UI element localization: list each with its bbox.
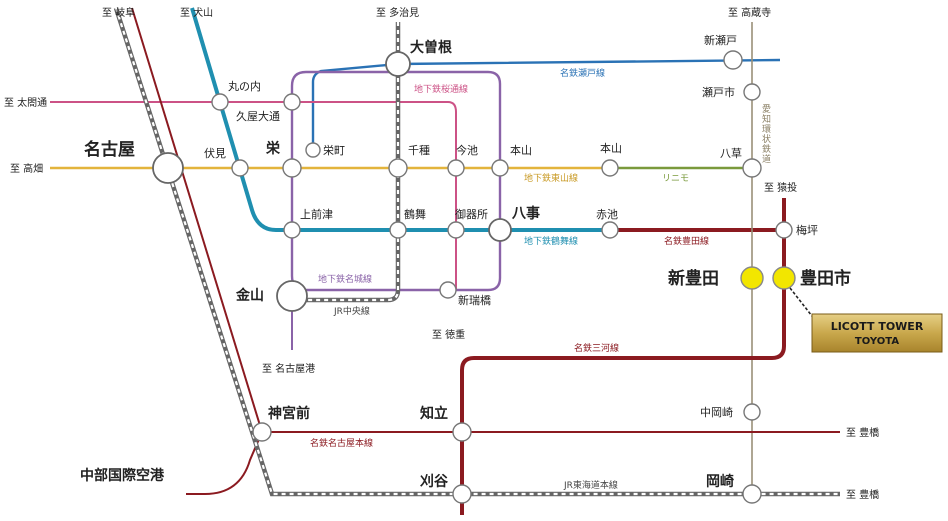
dest-toyohashi-1: 至 豊橋 — [846, 426, 879, 439]
label-okazaki: 岡崎 — [706, 473, 734, 490]
line-label-mikawa: 名鉄三河線 — [574, 342, 619, 354]
label-centrair: 中部国際空港 — [80, 467, 165, 484]
station-marker-marunouchi[interactable] — [211, 93, 229, 111]
label-shinmizuho: 新瑞橋 — [458, 293, 491, 307]
station-marker-sakaemachi[interactable] — [305, 142, 321, 158]
station-marker-fushimi[interactable] — [231, 159, 249, 177]
station-marker-jingumae[interactable] — [252, 422, 272, 442]
label-shintoyota: 新豊田 — [668, 268, 719, 289]
dest-takabata: 至 高畑 — [10, 162, 43, 175]
dest-taikotori: 至 太閤通 — [4, 96, 47, 109]
label-jingumae: 神宮前 — [268, 405, 310, 422]
label-kanayama: 金山 — [235, 287, 264, 304]
label-tsurumai: 鶴舞 — [404, 207, 426, 221]
line-label-linimo: リニモ — [662, 174, 689, 184]
label-sakae: 栄 — [265, 140, 281, 157]
station-marker-yagoto[interactable] — [488, 218, 512, 242]
station-marker-sakae[interactable] — [282, 158, 302, 178]
label-setoshi: 瀬戸市 — [702, 85, 735, 99]
station-marker-hongo[interactable] — [601, 159, 619, 177]
label-yagusa: 八草 — [720, 147, 742, 160]
line-label-sakuradori: 地下鉄桜通線 — [414, 83, 468, 95]
station-marker-kamimaezu[interactable] — [283, 221, 301, 239]
property-name-line2: TOYOTA — [855, 336, 899, 347]
label-shinseto: 新瀬戸 — [704, 33, 737, 47]
label-gokisho: 御器所 — [455, 207, 488, 221]
dest-toyohashi-2: 至 豊橋 — [846, 488, 879, 501]
station-marker-yagusa[interactable] — [742, 158, 762, 178]
label-hongo: 本山 — [600, 141, 622, 155]
label-marunouchi: 丸の内 — [228, 79, 261, 93]
station-marker-umetsubo[interactable] — [775, 221, 793, 239]
property-name-line1: LICOTT TOWER — [831, 320, 924, 333]
label-motoyama: 本山 — [510, 143, 532, 157]
label-imaike: 今池 — [456, 143, 478, 157]
label-ozone: 大曽根 — [410, 39, 453, 56]
jr-tokaido-line — [113, 7, 840, 497]
label-nakaokazaki: 中岡崎 — [700, 405, 733, 419]
jr-chuo-line — [292, 22, 401, 303]
property-callout[interactable]: LICOTT TOWER TOYOTA — [811, 313, 943, 353]
sakuradori-line — [50, 101, 457, 290]
station-marker-nakaokazaki[interactable] — [743, 403, 761, 421]
label-umetsubo: 梅坪 — [796, 223, 818, 237]
airport-line — [186, 431, 263, 495]
station-marker-nagoya[interactable] — [152, 152, 184, 184]
label-toyotashi: 豊田市 — [800, 268, 851, 289]
station-marker-shintoyota[interactable] — [740, 266, 764, 290]
label-hisayaodori: 久屋大通 — [236, 109, 280, 123]
line-label-meijo: 地下鉄名城線 — [318, 273, 372, 285]
property-leader-line — [789, 287, 813, 317]
label-kamimaezu: 上前津 — [300, 207, 333, 221]
label-chikusa: 千種 — [408, 143, 430, 157]
station-marker-shinmizuho[interactable] — [439, 281, 457, 299]
label-yagoto: 八事 — [511, 205, 540, 222]
station-marker-imaike[interactable] — [447, 159, 465, 177]
station-marker-toyotashi[interactable] — [772, 266, 796, 290]
line-label-tsurumai: 地下鉄鶴舞線 — [524, 235, 578, 247]
line-label-meitetsu-seto: 名鉄瀬戸線 — [560, 67, 605, 79]
station-marker-gokisho[interactable] — [447, 221, 465, 239]
station-marker-kariya[interactable] — [452, 484, 472, 504]
label-kariya: 刈谷 — [420, 473, 449, 490]
station-marker-okazaki[interactable] — [742, 484, 762, 504]
station-marker-shinseto[interactable] — [723, 50, 743, 70]
label-akaike: 赤池 — [596, 208, 618, 221]
label-chiryu: 知立 — [420, 405, 448, 422]
station-marker-kanayama[interactable] — [276, 280, 308, 312]
label-nagoya: 名古屋 — [84, 139, 135, 160]
line-label-toyota: 名鉄豊田線 — [664, 235, 709, 247]
label-sakaemachi: 栄町 — [323, 143, 345, 157]
line-label-meitetsu-nagoya: 名鉄名古屋本線 — [310, 437, 373, 449]
dest-sanage: 至 猿投 — [764, 181, 797, 194]
tsurumai-line — [190, 7, 610, 232]
station-marker-hisayaodori[interactable] — [283, 93, 301, 111]
dest-tajimi: 至 多治見 — [376, 6, 419, 19]
dest-kozoji: 至 高蔵寺 — [728, 6, 771, 19]
label-fushimi: 伏見 — [204, 146, 226, 160]
dest-tokushige: 至 徳重 — [432, 328, 465, 341]
station-marker-akaike[interactable] — [601, 221, 619, 239]
dest-gifu: 至 岐阜 — [102, 6, 135, 19]
line-label-jr-tokaido: JR東海道本線 — [563, 479, 618, 491]
station-marker-chiryu[interactable] — [452, 422, 472, 442]
station-marker-tsurumai[interactable] — [389, 221, 407, 239]
line-label-aichi-kanjo: 愛知環状鉄道 — [760, 103, 771, 164]
line-label-higashiyama: 地下鉄東山線 — [524, 172, 578, 184]
dest-nagoyako: 至 名古屋港 — [262, 362, 315, 375]
meitetsu-mikawa-line — [460, 198, 786, 515]
line-label-jr-chuo: JR中央線 — [333, 305, 370, 317]
station-marker-chikusa[interactable] — [388, 158, 408, 178]
dest-inuyama: 至 犬山 — [180, 6, 213, 19]
station-marker-ozone[interactable] — [385, 51, 411, 77]
station-marker-motoyama[interactable] — [491, 159, 509, 177]
station-marker-setoshi[interactable] — [743, 83, 761, 101]
